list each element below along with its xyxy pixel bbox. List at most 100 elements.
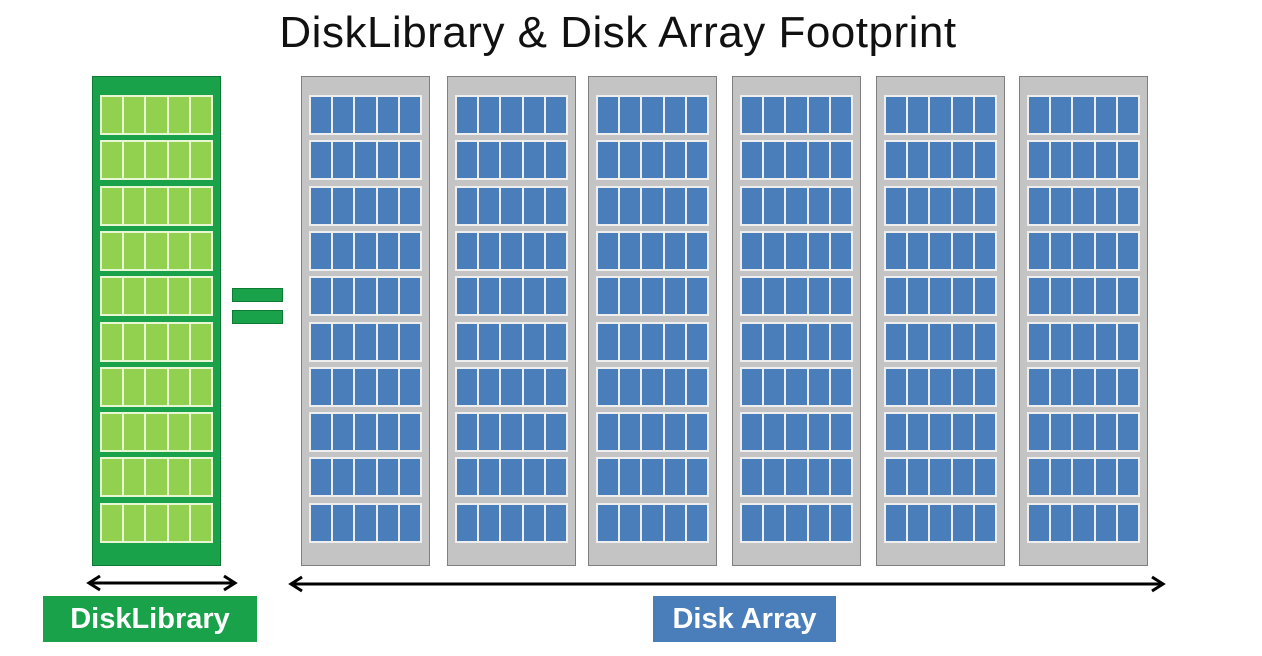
disk-drive <box>742 459 763 496</box>
disk-drive <box>930 97 951 133</box>
disk-drive <box>1051 97 1072 133</box>
disk-drive <box>479 278 500 315</box>
disk-drive <box>545 187 567 224</box>
disk-drive <box>598 323 619 360</box>
disk-drive <box>664 414 685 451</box>
disk-drive <box>479 459 500 496</box>
disk-drive <box>908 459 929 496</box>
disk-drive <box>808 323 829 360</box>
disk-drive <box>1095 323 1116 360</box>
disk-drive <box>930 368 951 405</box>
disk-drive <box>146 278 167 315</box>
disk-drive <box>399 278 421 315</box>
disk-drive <box>168 323 189 360</box>
disk-shelf <box>455 321 568 362</box>
disk-drive <box>523 187 544 224</box>
disk-drive <box>545 414 567 451</box>
disk-drive <box>545 97 567 133</box>
disk-drive <box>311 187 332 224</box>
disk-drive <box>501 414 522 451</box>
disk-drive <box>686 368 708 405</box>
disk-drive <box>545 323 567 360</box>
disk-shelf <box>884 412 997 453</box>
disk-drive <box>742 142 763 179</box>
disk-drive <box>501 187 522 224</box>
disk-drive <box>742 232 763 269</box>
disk-shelf <box>309 457 422 498</box>
disk-drive <box>1095 232 1116 269</box>
disk-shelf <box>100 185 213 226</box>
disk-shelf <box>740 276 853 317</box>
disk-array-rack <box>732 76 861 566</box>
disk-shelf <box>596 457 709 498</box>
disk-drive <box>952 142 973 179</box>
disk-drive <box>1095 368 1116 405</box>
disk-drive <box>1117 278 1139 315</box>
disk-drive <box>886 187 907 224</box>
diagram-title: DiskLibrary & Disk Array Footprint <box>279 8 957 57</box>
disk-drive <box>355 414 376 451</box>
disk-drive <box>642 368 663 405</box>
disk-drive <box>190 187 212 224</box>
disk-drive <box>523 323 544 360</box>
disk-shelf <box>740 412 853 453</box>
disk-drive <box>664 97 685 133</box>
disk-drive <box>908 187 929 224</box>
disk-drive <box>786 278 807 315</box>
disk-drive <box>102 459 123 496</box>
disk-shelf <box>1027 366 1140 407</box>
disk-drive <box>642 278 663 315</box>
disk-drive <box>886 232 907 269</box>
disk-shelf <box>596 366 709 407</box>
disk-drive <box>886 414 907 451</box>
disk-array-rack <box>876 76 1005 566</box>
equals-sign-bottom-bar <box>232 310 283 324</box>
disk-drive <box>377 414 398 451</box>
disk-drive <box>311 323 332 360</box>
disk-drive <box>457 459 478 496</box>
disk-shelf <box>884 502 997 543</box>
disk-drive <box>523 278 544 315</box>
disk-drive <box>457 232 478 269</box>
disk-drive <box>598 504 619 541</box>
disk-drive <box>620 232 641 269</box>
disk-drive <box>930 414 951 451</box>
disk-drive <box>974 232 996 269</box>
disk-shelf <box>740 185 853 226</box>
disk-drive <box>311 142 332 179</box>
disk-drive <box>742 368 763 405</box>
disk-drive <box>168 187 189 224</box>
disk-drive <box>908 278 929 315</box>
disk-drive <box>190 142 212 179</box>
disk-drive <box>457 368 478 405</box>
disk-drive <box>457 142 478 179</box>
disk-drive <box>333 187 354 224</box>
disk-drive <box>146 459 167 496</box>
disk-drive <box>479 187 500 224</box>
disk-drive <box>786 504 807 541</box>
disk-drive <box>642 504 663 541</box>
disk-drive <box>930 459 951 496</box>
disk-shelf <box>309 412 422 453</box>
disk-drive <box>1073 97 1094 133</box>
disk-drive <box>952 97 973 133</box>
disk-drive <box>399 504 421 541</box>
disk-drive <box>886 459 907 496</box>
disk-drive <box>764 368 785 405</box>
disk-drive <box>620 504 641 541</box>
disk-drive <box>377 459 398 496</box>
disk-drive <box>1073 414 1094 451</box>
disk-drive <box>1029 187 1050 224</box>
disk-shelf <box>596 230 709 271</box>
disk-drive <box>377 504 398 541</box>
disk-drive <box>1073 323 1094 360</box>
disk-drive <box>190 323 212 360</box>
disk-drive <box>146 504 167 541</box>
disk-drive <box>457 414 478 451</box>
disk-drive <box>808 504 829 541</box>
disk-shelf <box>1027 230 1140 271</box>
disk-drive <box>457 323 478 360</box>
disk-shelf <box>884 185 997 226</box>
disk-drive <box>974 414 996 451</box>
disk-drive <box>742 278 763 315</box>
